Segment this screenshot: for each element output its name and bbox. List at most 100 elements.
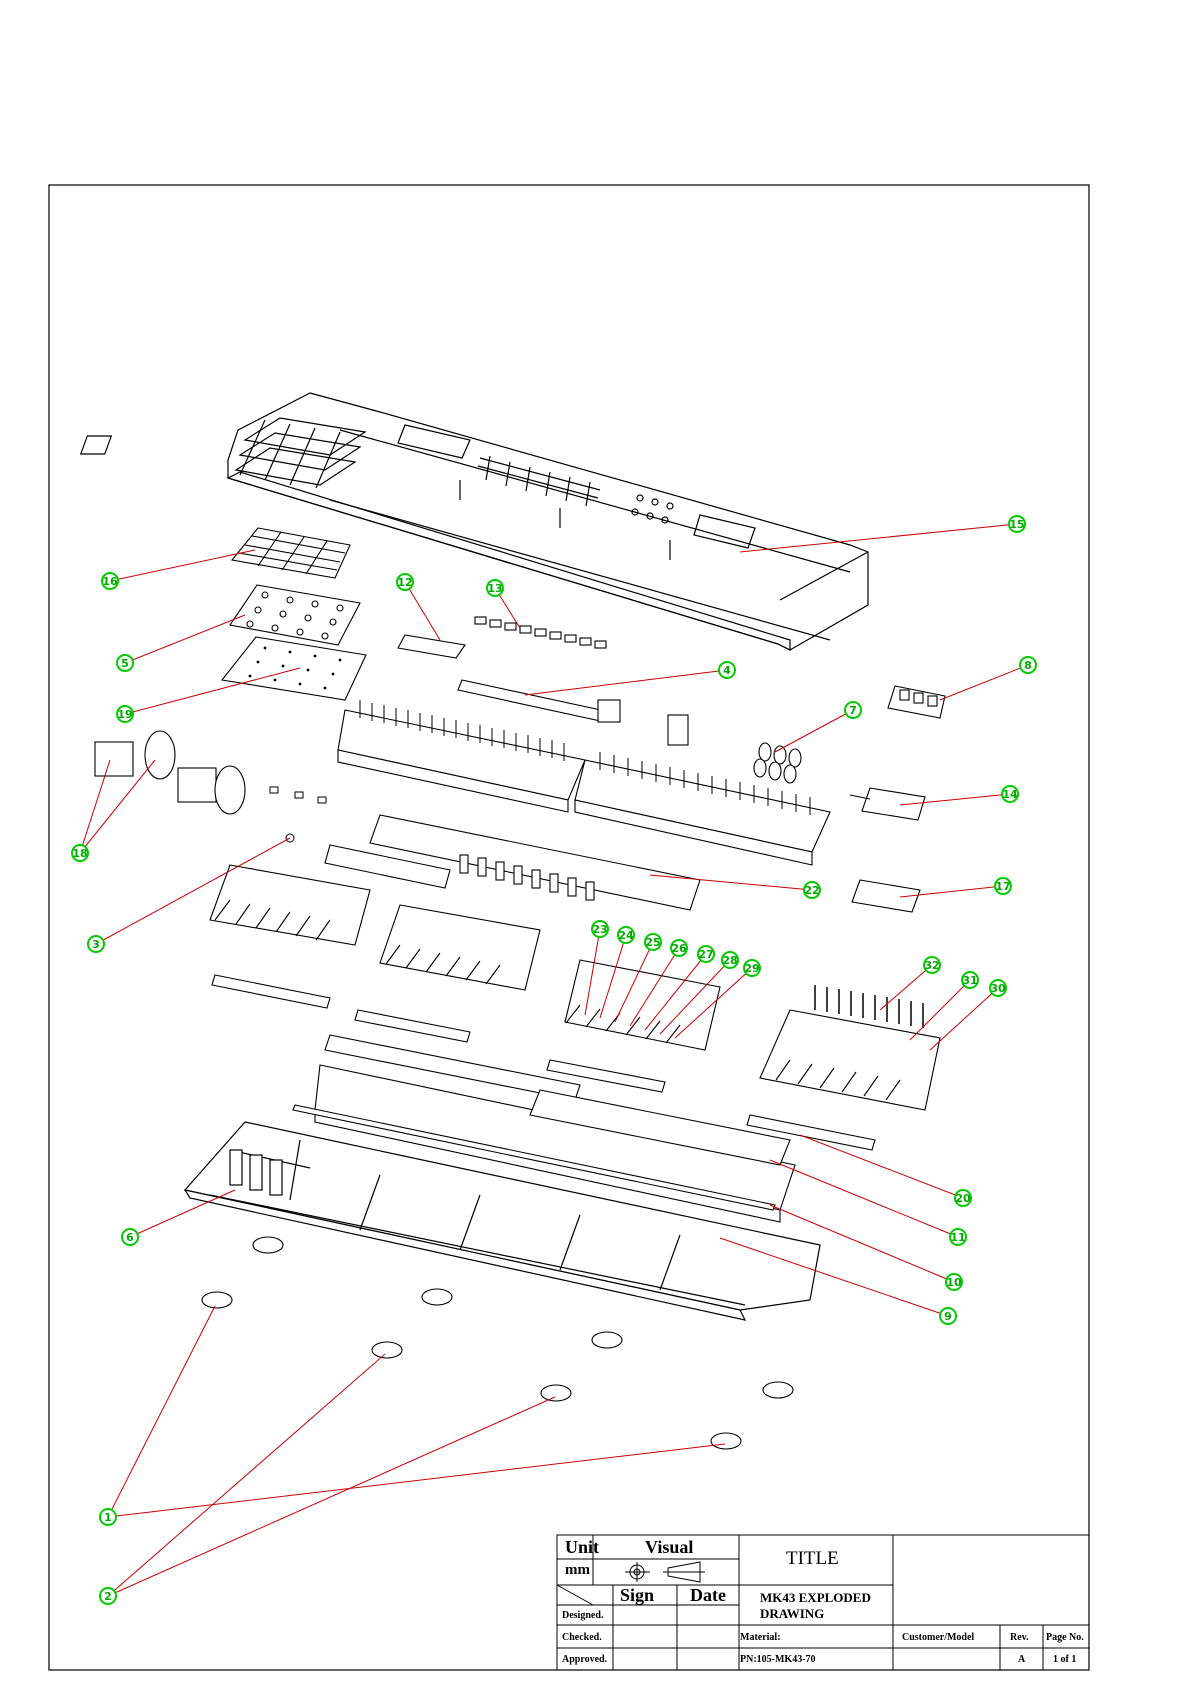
part-number: PN:105-MK43-70 [740,1654,816,1665]
rev-label: Rev. [1010,1632,1029,1643]
callout-number: 18 [72,847,87,860]
page-value: 1 of 1 [1053,1654,1076,1665]
callout-26: 26 [671,940,687,956]
checked-label: Checked. [562,1632,602,1643]
small-clips [270,787,326,842]
top-case [81,393,868,650]
sign-label: Sign [620,1585,654,1606]
title-label: TITLE [786,1548,839,1570]
knobs [754,743,801,783]
callout-2: 2 [100,1588,116,1604]
customer-label: Customer/Model [902,1632,974,1643]
callout-number: 11 [950,1231,965,1244]
pad-pcb [230,585,360,645]
knob-board [888,686,945,718]
callout-number: 1 [104,1511,112,1524]
callout-number: 25 [645,936,660,949]
callout-16: 16 [102,573,118,589]
callout-7: 7 [845,702,861,718]
pitch-mod-wheels [95,731,245,814]
callout-number: 12 [397,576,412,589]
pad-board [222,637,366,700]
callout-number: 6 [126,1231,134,1244]
designed-label: Designed. [562,1610,603,1621]
unit-value: mm [565,1562,590,1579]
callout-4: 4 [719,662,735,678]
callout-22: 22 [804,882,820,898]
callout-number: 4 [723,664,731,677]
callout-number: 26 [671,942,687,955]
date-label: Date [690,1585,726,1606]
callout-number: 30 [990,982,1006,995]
unit-label: Unit [565,1537,599,1558]
callout-number: 8 [1024,659,1032,672]
keys-group-3 [565,960,720,1050]
callout-number: 20 [955,1192,971,1205]
title-line-2: DRAWING [760,1606,824,1622]
callout-13: 13 [487,580,503,596]
material-label: Material: [740,1632,781,1643]
callout-number: 27 [698,948,713,961]
callout-number: 10 [946,1276,962,1289]
callout-number: 16 [102,575,118,588]
callout-1: 1 [100,1509,116,1525]
callout-number: 13 [487,582,502,595]
callout-25: 25 [645,934,661,950]
callout-20: 20 [955,1190,971,1206]
callout-number: 2 [104,1590,112,1603]
callout-number: 14 [1002,788,1018,801]
page-label: Page No. [1046,1632,1084,1643]
callout-8: 8 [1020,657,1036,673]
keys-group-1 [210,865,370,945]
callout-3: 3 [88,936,104,952]
bracket-top [862,788,925,820]
callout-24: 24 [618,927,634,943]
callout-10: 10 [946,1274,962,1290]
callout-number: 24 [618,929,634,942]
callout-number: 22 [804,884,819,897]
callout-number: 9 [944,1310,952,1323]
callout-31: 31 [962,972,978,988]
keybed-upper-left [338,700,585,812]
callout-17: 17 [995,878,1011,894]
callout-number: 28 [722,954,737,967]
callout-11: 11 [950,1229,966,1245]
callout-30: 30 [990,980,1006,996]
callout-number: 3 [92,938,100,951]
button-row [475,617,606,648]
callout-number: 31 [962,974,977,987]
callout-9: 9 [940,1308,956,1324]
callout-14: 14 [1002,786,1018,802]
callout-6: 6 [122,1229,138,1245]
title-line-1: MK43 EXPLODED [760,1590,871,1606]
callout-number: 5 [121,657,129,670]
callout-number: 32 [924,959,939,972]
visual-label: Visual [645,1537,693,1558]
callout-28: 28 [722,952,738,968]
sheet-border [49,185,1089,1670]
callout-number: 15 [1009,518,1024,531]
pad-cap [232,528,350,578]
callout-5: 5 [117,655,133,671]
callout-32: 32 [924,957,940,973]
callout-27: 27 [698,946,714,962]
callout-number: 19 [117,708,132,721]
callout-15: 15 [1009,516,1025,532]
callout-number: 7 [849,704,857,717]
callout-23: 23 [592,921,608,937]
rev-value: A [1018,1654,1025,1665]
callout-number: 29 [744,962,759,975]
approved-label: Approved. [562,1654,607,1665]
callout-18: 18 [72,845,88,861]
callout-number: 17 [995,880,1010,893]
callout-number: 23 [592,923,607,936]
callout-19: 19 [117,706,133,722]
keys-group-4 [760,1010,940,1110]
callout-29: 29 [744,960,760,976]
keys-group-2 [380,905,540,990]
main-pcb [325,815,700,910]
label-plate [398,635,465,658]
callout-12: 12 [397,574,413,590]
